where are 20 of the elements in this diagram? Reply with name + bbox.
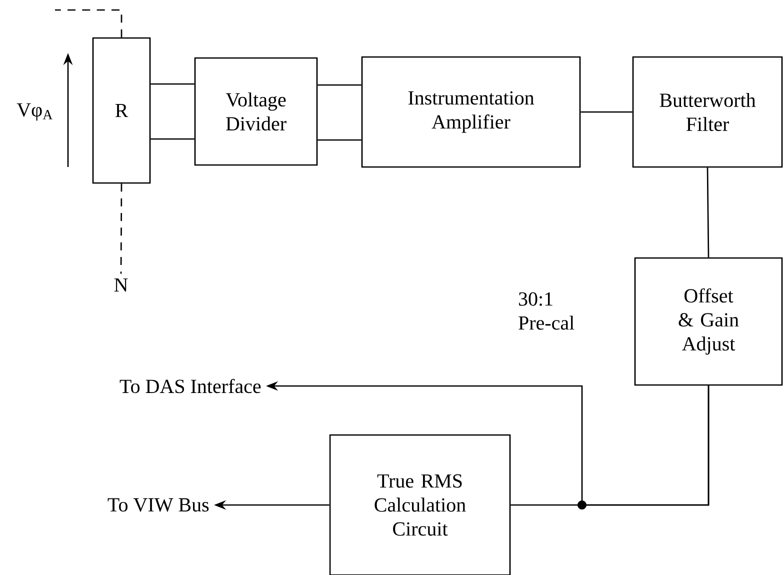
process-box: Offset & Gain Adjust — [634, 257, 783, 386]
label-text: Vφ$_{A}$ — [16, 103, 53, 121]
terminal-label: To VIW Bus — [108, 498, 209, 512]
connector-line — [580, 111, 632, 113]
connector-line — [706, 168, 710, 258]
connector-line — [318, 139, 362, 141]
label-text: 30:1 Pre-cal — [518, 292, 574, 330]
process-box: True RMS Calculation Circuit — [329, 434, 511, 575]
process-box: Butterworth Filter — [632, 56, 783, 168]
terminal-label: N — [114, 278, 128, 292]
connector-line — [150, 83, 194, 85]
connector-line — [318, 84, 362, 86]
terminal-label: To DAS Interface — [120, 378, 261, 394]
connector-line — [120, 184, 122, 274]
connector-line — [510, 386, 710, 506]
connector-line — [55, 9, 122, 38]
process-box: Instrumentation Amplifier — [361, 56, 581, 168]
process-box: Voltage Divider — [194, 57, 318, 166]
connector-line — [150, 138, 194, 140]
process-box: R — [92, 37, 151, 184]
